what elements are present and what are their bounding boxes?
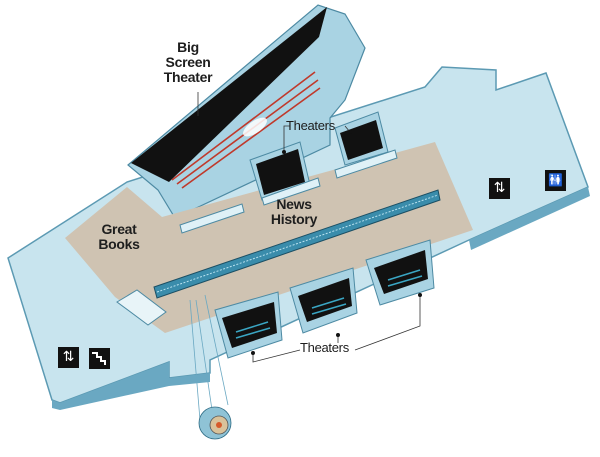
floor-edge bbox=[52, 362, 210, 410]
display-case bbox=[179, 203, 245, 234]
label-line: Big bbox=[177, 39, 199, 55]
label-line: Great bbox=[101, 221, 137, 237]
theater-bottom-3 bbox=[365, 239, 435, 306]
right-wing-edge bbox=[469, 187, 590, 250]
label-line: History bbox=[270, 211, 318, 227]
big-screen-theater-walls bbox=[127, 4, 366, 219]
news-history-label: News History bbox=[266, 197, 322, 227]
restroom-icon: 🚻 bbox=[545, 170, 566, 191]
great-books-label: Great Books bbox=[94, 222, 144, 252]
ramp bbox=[116, 289, 167, 326]
theater-top-2 bbox=[334, 111, 398, 179]
theaters-top-label: Theaters bbox=[286, 118, 335, 133]
projector-light bbox=[243, 117, 267, 137]
theater-bottom-1 bbox=[214, 291, 283, 359]
elevator-icon: ⇅ bbox=[489, 178, 510, 199]
stairs-icon bbox=[89, 348, 110, 369]
elevator-icon: ⇅ bbox=[58, 347, 79, 368]
leader-dots bbox=[196, 116, 422, 355]
big-screen-theater-label: Big Screen Theater bbox=[158, 40, 218, 85]
big-screen-theater-interior bbox=[131, 7, 327, 182]
theater-bottom-2 bbox=[289, 267, 358, 334]
leader-lines bbox=[197, 92, 421, 363]
theaters-bottom-label: Theaters bbox=[300, 340, 349, 355]
hanging-globe bbox=[189, 294, 232, 440]
label-line: Theater bbox=[163, 69, 213, 85]
label-line: Books bbox=[98, 236, 140, 252]
theater-top-1 bbox=[249, 141, 321, 206]
label-line: News bbox=[276, 196, 312, 212]
label-line: Screen bbox=[165, 54, 211, 70]
